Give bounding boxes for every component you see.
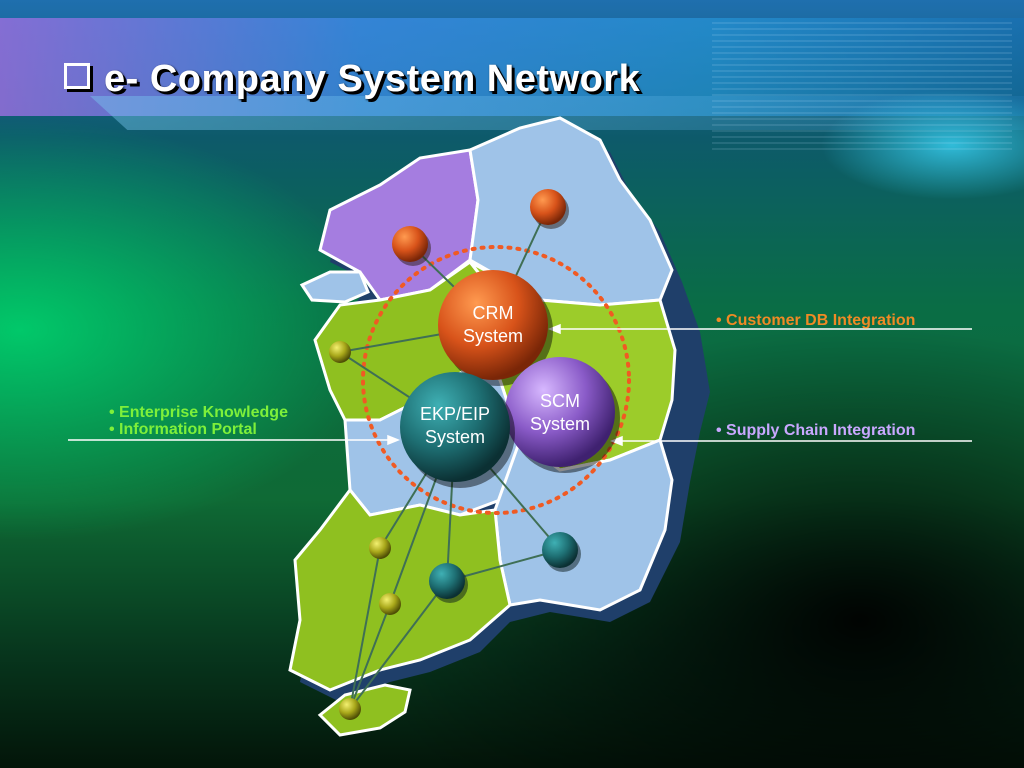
callout-information-portal: • Information Portal xyxy=(109,421,257,438)
map-region-south-west xyxy=(288,487,512,692)
dot-teal-south-east-ball xyxy=(542,532,578,568)
dot-olive-south-2 xyxy=(379,593,401,615)
slide-title: e- Company System Network xyxy=(64,58,640,101)
scm-label-line1: SCM xyxy=(540,391,580,411)
crm-node xyxy=(438,270,548,380)
system-nodes xyxy=(400,270,620,488)
slide-title-text: e- Company System Network xyxy=(104,58,641,100)
dot-olive-west xyxy=(329,341,351,363)
background-text-texture xyxy=(712,22,1012,152)
ekp-label-line1: EKP/EIP xyxy=(419,404,491,424)
scm-label-line2: System xyxy=(529,414,590,434)
background-glow xyxy=(820,90,1024,200)
crm-node-label: CRM System xyxy=(433,302,553,348)
ekp-node xyxy=(400,372,510,482)
map-region-island xyxy=(317,683,412,737)
scm-node-label: SCM System xyxy=(500,390,620,436)
callout-customer-db: • Customer DB Integration xyxy=(716,312,916,329)
dot-olive-island xyxy=(339,698,361,720)
callout-lines xyxy=(68,323,972,447)
dot-orange-north-west-ball xyxy=(392,226,428,262)
ekp-node-label: EKP/EIP System xyxy=(395,403,515,449)
scm-node xyxy=(505,357,615,467)
callout-enterprise-knowledge: • Enterprise Knowledge xyxy=(109,404,288,421)
map-region-north-east xyxy=(468,116,674,307)
crm-label-line2: System xyxy=(462,326,523,346)
integration-ring xyxy=(361,245,631,515)
dot-olive-south-1 xyxy=(369,537,391,559)
dot-teal-south-ball xyxy=(429,563,465,599)
callout-supply-chain: • Supply Chain Integration xyxy=(716,422,916,439)
network-dots xyxy=(329,189,581,720)
crm-label-line1: CRM xyxy=(472,303,514,323)
ekp-label-line2: System xyxy=(424,427,485,447)
dot-orange-north-east-ball xyxy=(530,189,566,225)
map-region-peninsula-tip xyxy=(299,270,370,304)
checkbox-square-icon xyxy=(64,63,90,89)
